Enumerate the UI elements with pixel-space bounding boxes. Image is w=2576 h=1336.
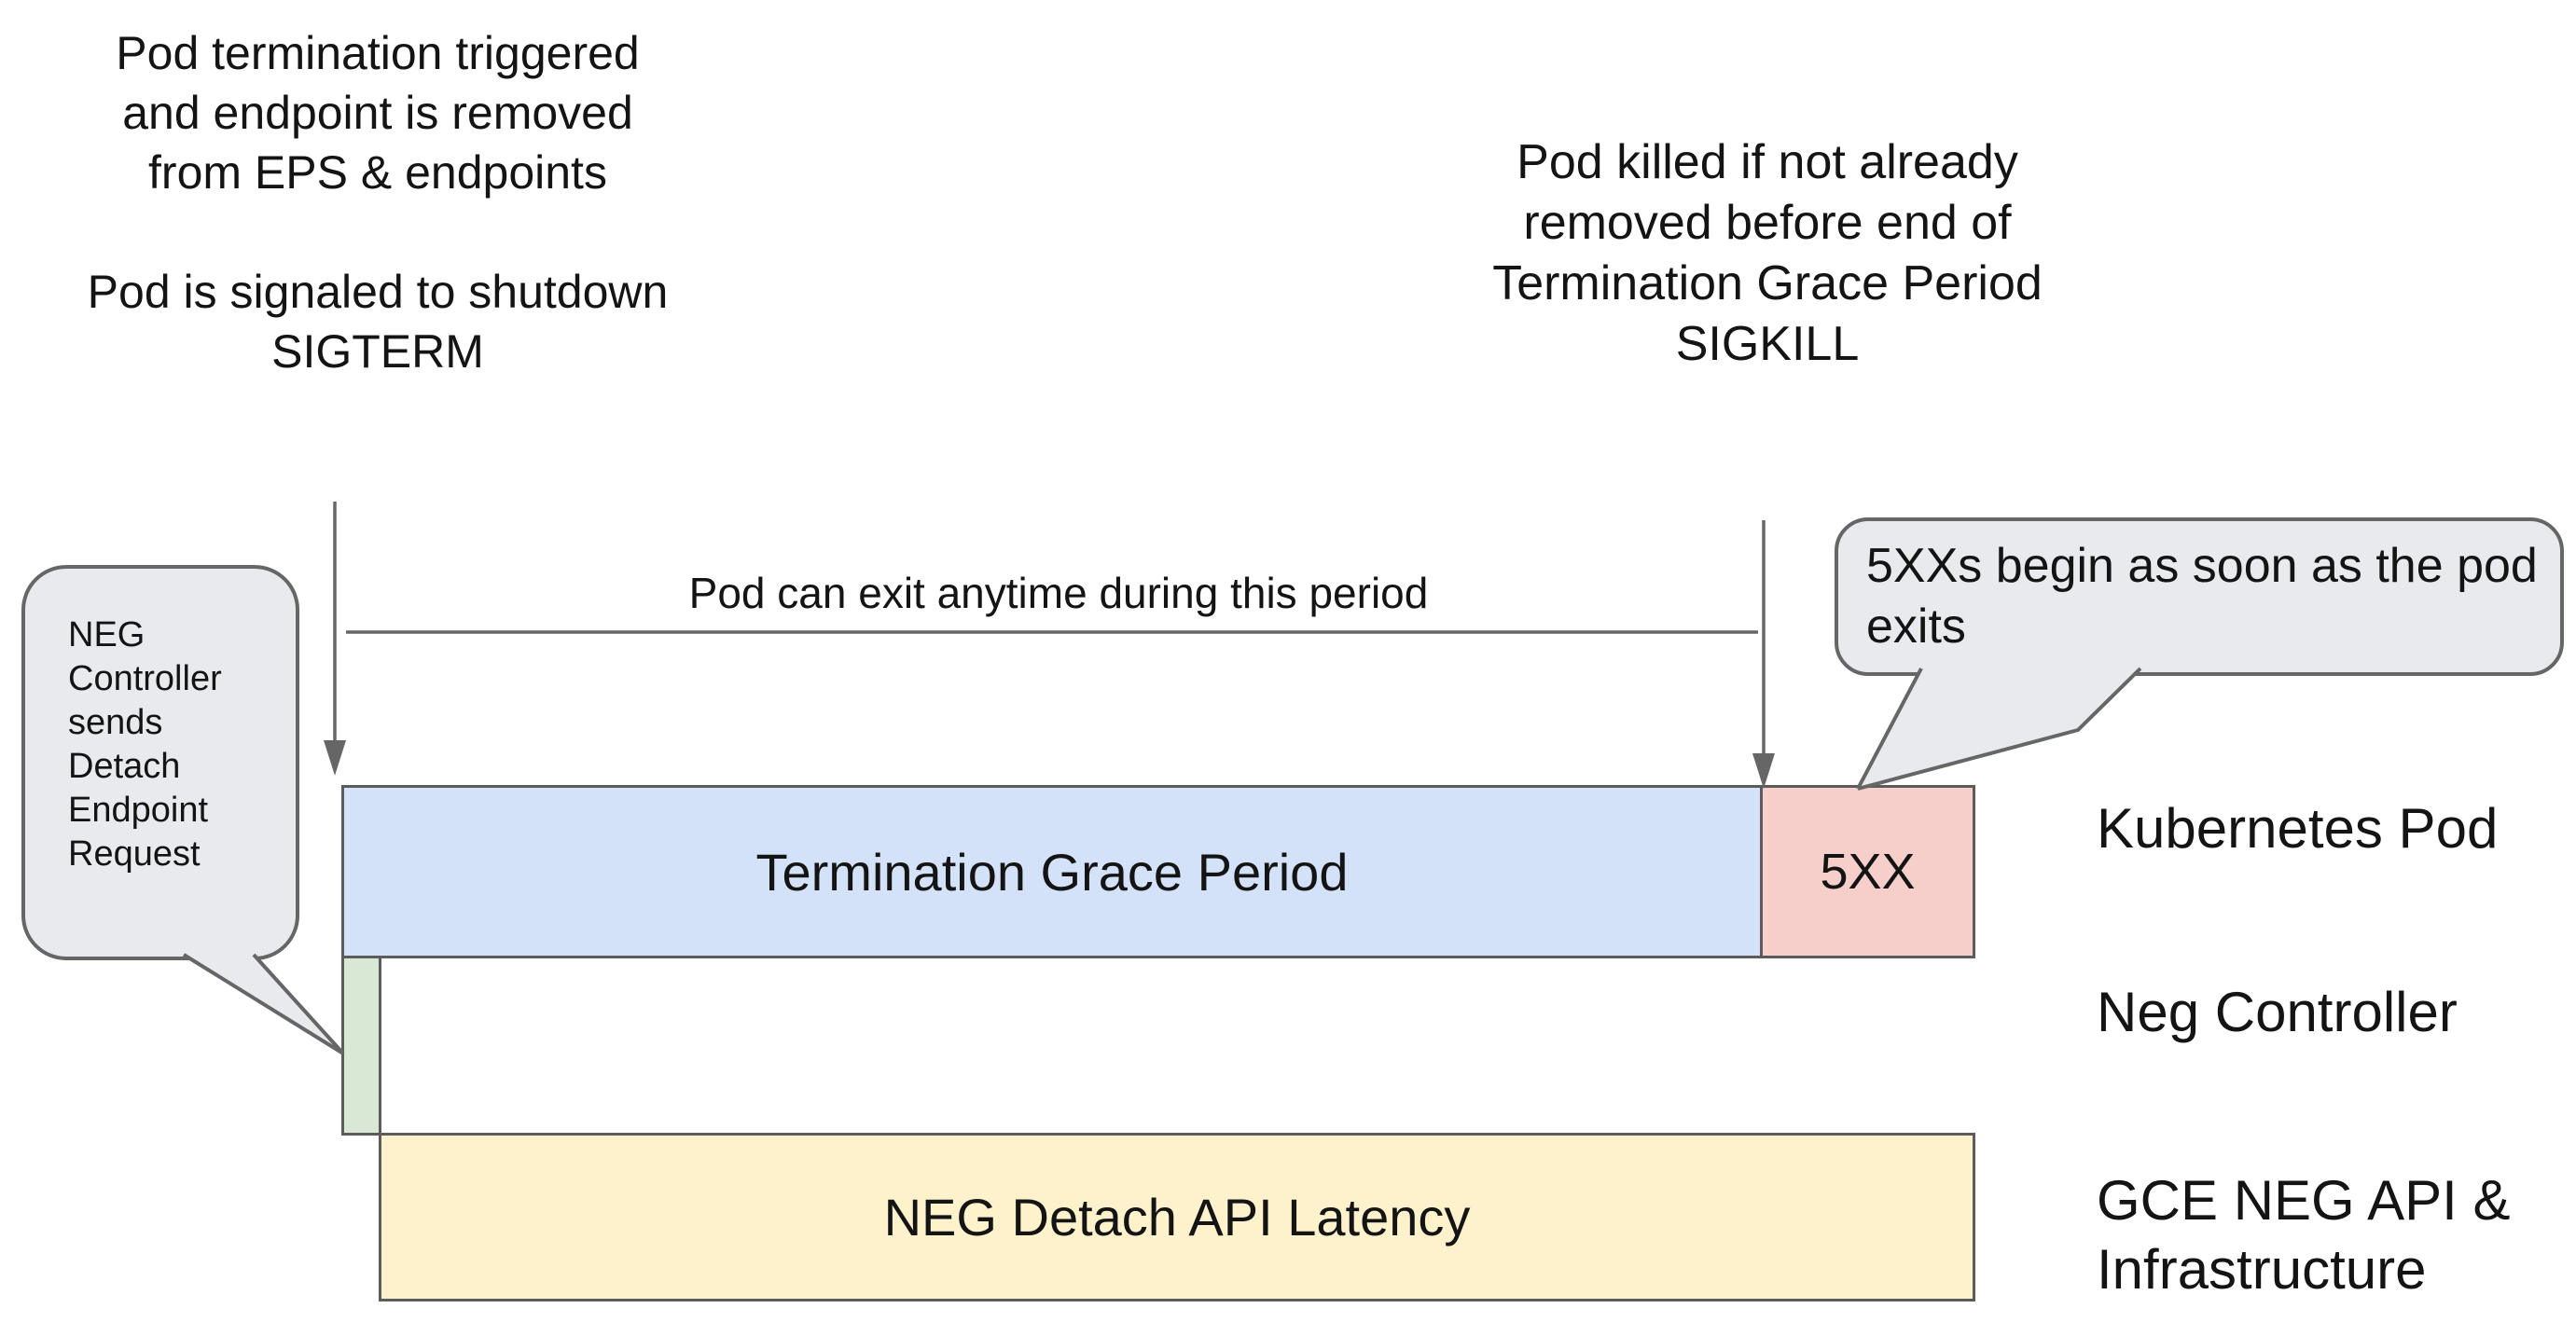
note-pod-termination-triggered: Pod termination triggered and endpoint i… <box>56 23 699 381</box>
termination-grace-period-bar: Termination Grace Period <box>341 785 1763 958</box>
lane-label-kubernetes-pod: Kubernetes Pod <box>2097 797 2499 860</box>
callout-left-tail <box>182 953 345 1055</box>
lane-label-gce-neg-api: GCE NEG API & Infrastructure <box>2097 1169 2511 1301</box>
sigkill-arrow <box>1752 520 1775 789</box>
callout-neg-controller-detach-text: NEG Controller sends Detach Endpoint Req… <box>68 615 222 874</box>
callout-5xx-begin-text: 5XXs begin as soon as the pod exits <box>1866 539 2538 654</box>
callout-right-tail <box>1856 667 2142 791</box>
termination-grace-period-bar-label: Termination Grace Period <box>755 842 1349 902</box>
lane-label-neg-controller: Neg Controller <box>2097 981 2458 1043</box>
callout-5xx-begin: 5XXs begin as soon as the pod exits <box>1835 517 2564 676</box>
note-line: SIGTERM <box>271 325 484 378</box>
note-line: Pod is signaled to shutdown <box>87 266 669 318</box>
error-5xx-bar: 5XX <box>1760 785 1975 958</box>
period-span-label: Pod can exit anytime during this period <box>688 569 1429 617</box>
note-line: SIGKILL <box>1675 317 1860 371</box>
error-5xx-bar-label: 5XX <box>1820 844 1916 900</box>
note-line: Pod termination triggered <box>116 27 640 79</box>
neg-detach-api-latency-bar-label: NEG Detach API Latency <box>883 1188 1471 1246</box>
note-line: Termination Grace Period <box>1492 256 2043 310</box>
note-pod-killed-sigkill: Pod killed if not already removed before… <box>1460 132 2075 375</box>
note-line: Pod killed if not already <box>1517 135 2018 189</box>
note-line: and endpoint is removed <box>122 87 633 139</box>
note-line: removed before end of <box>1523 196 2012 250</box>
neg-controller-activity-bar <box>341 956 381 1136</box>
sigterm-arrow <box>324 502 346 776</box>
neg-detach-api-latency-bar: NEG Detach API Latency <box>379 1133 1975 1302</box>
callout-neg-controller-detach: NEG Controller sends Detach Endpoint Req… <box>21 565 299 960</box>
note-line: from EPS & endpoints <box>148 146 607 199</box>
